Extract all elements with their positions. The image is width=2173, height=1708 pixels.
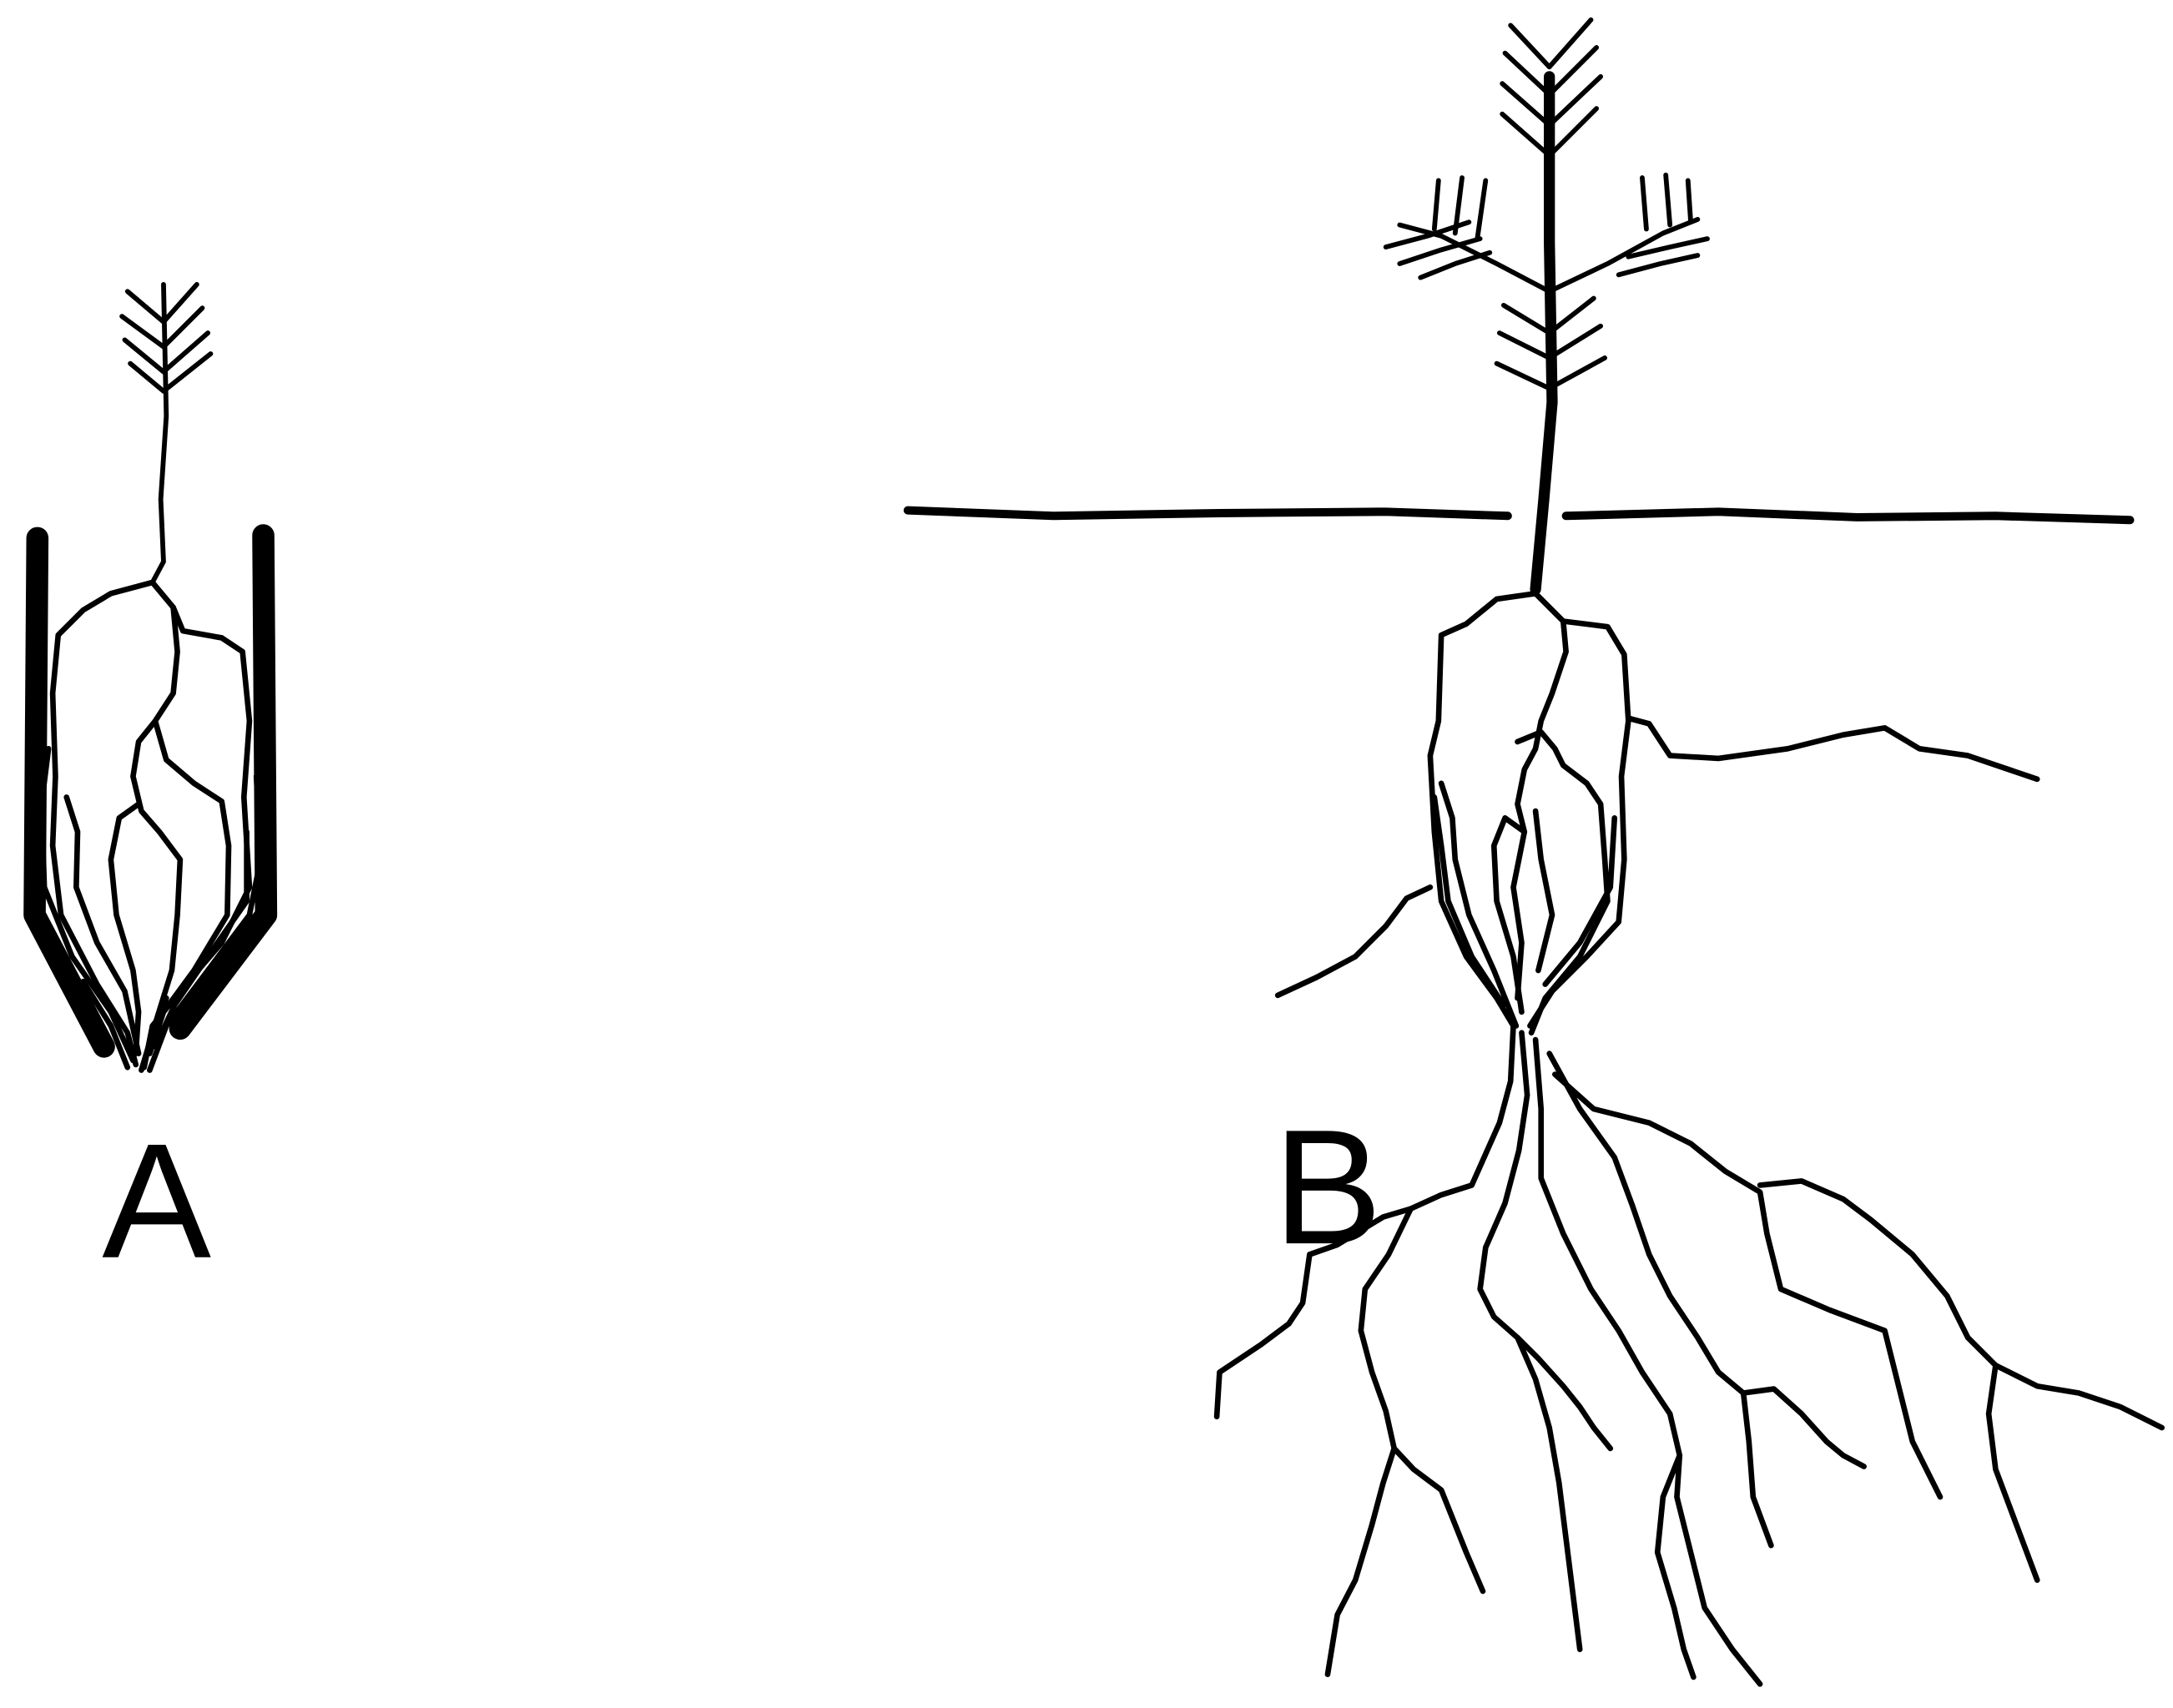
seedling-shoot-b (1386, 20, 1707, 590)
soil-surface-line (908, 511, 2130, 521)
root-ball-b (1430, 593, 1628, 1032)
panel-b: B (908, 20, 2162, 1685)
lateral-roots-b (1278, 718, 2037, 995)
container-outline (35, 536, 266, 1047)
panel-label-b: B (1273, 1096, 1383, 1278)
seedling-shoot-a (122, 285, 210, 582)
panel-label-a: A (102, 1110, 211, 1292)
panel-a: A (35, 285, 266, 1292)
